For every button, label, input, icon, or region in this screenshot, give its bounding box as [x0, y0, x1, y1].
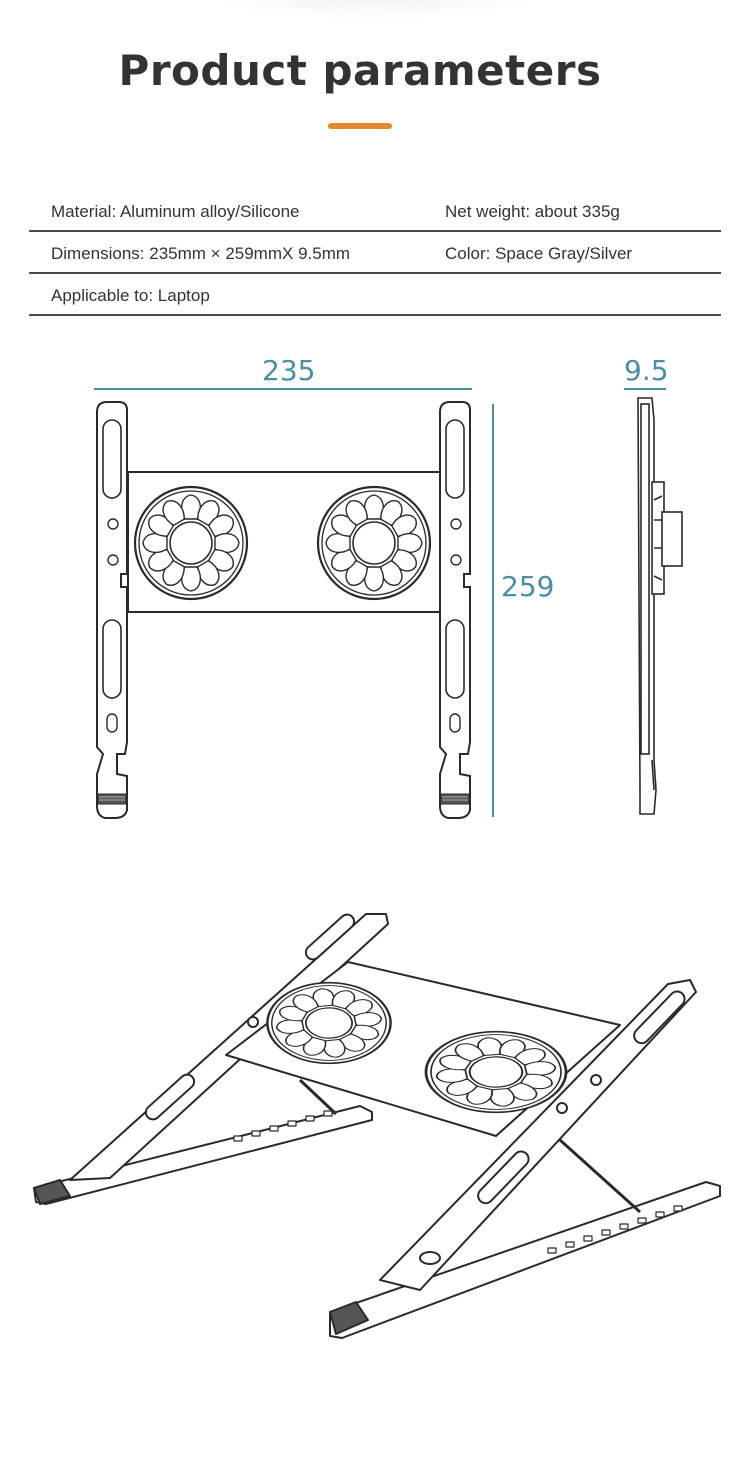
width-dimension-label: 235 — [262, 354, 316, 387]
side-view — [637, 397, 683, 815]
spec-color: Color: Space Gray/Silver — [445, 244, 633, 263]
front-view — [96, 401, 471, 819]
spec-row: Dimensions: 235mm × 259mmX 9.5mm Color: … — [29, 232, 721, 274]
spec-row: Applicable to: Laptop — [29, 274, 721, 316]
fan-right-icon — [318, 487, 430, 599]
spec-applicable: Applicable to: Laptop — [51, 286, 210, 305]
fan-left-icon — [135, 487, 247, 599]
spec-net-weight: Net weight: about 335g — [445, 202, 620, 221]
height-dimension-label: 259 — [501, 570, 555, 603]
perspective-view — [33, 913, 721, 1339]
top-shadow — [200, 0, 550, 20]
thickness-dimension-label: 9.5 — [624, 354, 669, 387]
spec-dimensions: Dimensions: 235mm × 259mmX 9.5mm — [51, 244, 351, 263]
title-accent-bar — [328, 123, 392, 129]
spec-row: Material: Aluminum alloy/Silicone Net we… — [29, 190, 721, 232]
spec-table: Material: Aluminum alloy/Silicone Net we… — [29, 190, 721, 316]
page-title: Product parameters — [118, 46, 602, 95]
spec-material: Material: Aluminum alloy/Silicone — [51, 202, 300, 221]
